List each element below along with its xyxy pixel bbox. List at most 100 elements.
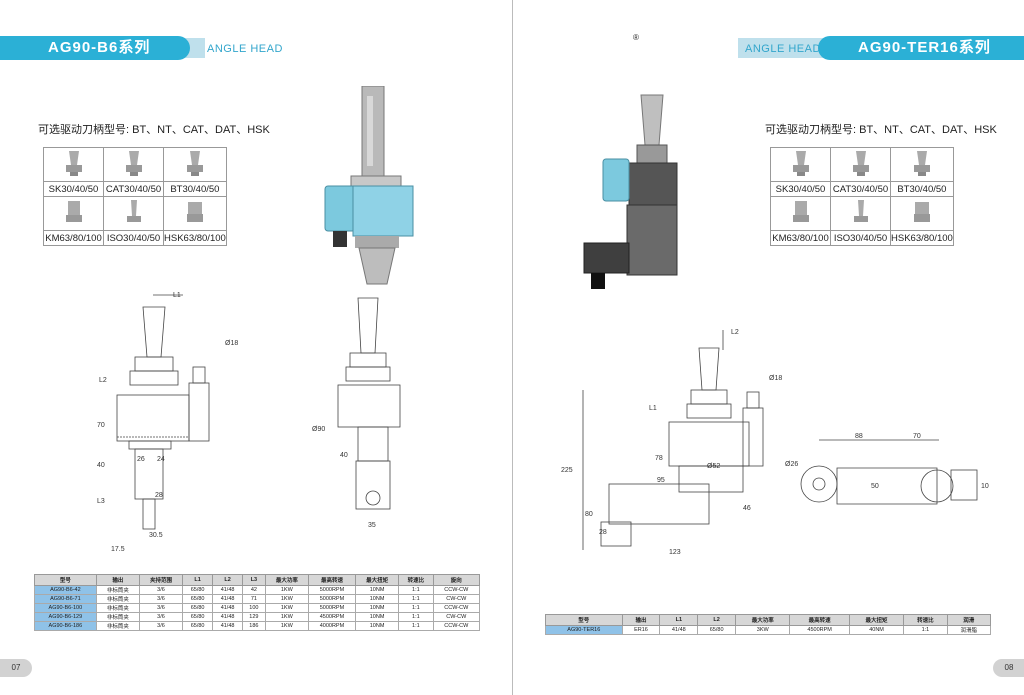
- dim-10: 10: [981, 483, 989, 490]
- model-cell: AG90-B6-129: [34, 612, 97, 622]
- model-cell: AG90-TER16: [545, 625, 623, 635]
- right-page: AG90-TER16系列 ANGLE HEAD ® 可选驱动刀柄型号: BT、N…: [512, 0, 1024, 695]
- table-cell: 65/80: [182, 621, 214, 631]
- dim-35: 35: [368, 522, 376, 529]
- model-cell: AG90-B6-71: [34, 594, 97, 604]
- table-cell: 1KW: [264, 621, 309, 631]
- toolholder-icon: [853, 200, 868, 222]
- holder-label: ISO30/40/50: [830, 230, 891, 246]
- left-page: AG90-B6系列 ANGLE HEAD 可选驱动刀柄型号: BT、NT、CAT…: [0, 36, 481, 677]
- table-cell: 10NM: [354, 585, 400, 595]
- table-cell: 65/80: [182, 585, 214, 595]
- table-cell: 1KW: [264, 612, 309, 622]
- holder-types-table: SK30/40/50 CAT30/40/50 BT30/40/50 KM63/8…: [43, 147, 227, 246]
- toolholder-icon: [65, 201, 82, 222]
- model-cell: AG90-B6-42: [34, 585, 97, 595]
- table-cell: 100: [242, 603, 266, 613]
- table-cell: 润滑脂: [946, 625, 992, 635]
- holder-image: [770, 147, 831, 182]
- registered-mark: ®: [633, 33, 639, 42]
- toolholder-icon: [913, 151, 930, 176]
- table-cell: 1KW: [264, 594, 309, 604]
- toolholder-icon: [792, 151, 809, 176]
- table-cell: 41/48: [659, 625, 699, 635]
- holder-label: KM63/80/100: [770, 230, 831, 246]
- dim-d90: Ø90: [312, 426, 325, 433]
- technical-drawing-front: Ø90 40 35: [312, 297, 401, 529]
- toolholder-icon: [186, 202, 203, 222]
- table-cell: CW-CW: [432, 594, 481, 604]
- product-photo-ag90-ter16: [583, 94, 678, 289]
- dim-30-5: 30.5: [149, 532, 163, 539]
- column-header: 输出: [621, 614, 661, 626]
- dim-70: 70: [97, 422, 105, 429]
- series-tab: AG90-B6系列: [0, 36, 190, 60]
- holder-label: HSK63/80/100: [163, 230, 227, 246]
- table-cell: 5000RPM: [307, 585, 357, 595]
- holder-image: [890, 196, 954, 231]
- table-cell: 41/48: [212, 585, 244, 595]
- table-cell: 1:1: [398, 594, 434, 604]
- dim-l2: L2: [731, 329, 739, 336]
- table-cell: CCW-CW: [432, 621, 481, 631]
- table-cell: 3/6: [138, 594, 184, 604]
- holder-image: [103, 196, 164, 231]
- technical-drawing-top: 88 70 Ø26 50 10: [785, 433, 989, 505]
- dim-80: 80: [585, 511, 593, 518]
- product-photo-ag90-b6: [324, 86, 414, 285]
- page-number: 08: [993, 659, 1024, 677]
- dim-70: 70: [913, 433, 921, 440]
- series-title: AG90-B6系列: [48, 39, 151, 56]
- table-cell: 3/6: [138, 612, 184, 622]
- column-header: 转速比: [903, 614, 948, 626]
- dim-40b: 40: [340, 452, 348, 459]
- table-cell: 3/6: [138, 585, 184, 595]
- column-header: 最高转速: [789, 614, 850, 626]
- dim-d26: Ø26: [785, 461, 798, 468]
- column-header: L3: [242, 574, 266, 586]
- dim-l3: L3: [97, 498, 105, 505]
- table-cell: 非标筒夹: [95, 612, 140, 622]
- table-cell: 40NM: [848, 625, 905, 635]
- holder-label: CAT30/40/50: [103, 181, 164, 197]
- subtitle: ANGLE HEAD: [207, 43, 283, 55]
- table-cell: 65/80: [697, 625, 737, 635]
- holder-label: BT30/40/50: [890, 181, 954, 197]
- available-holders-text: 可选驱动刀柄型号: BT、NT、CAT、DAT、HSK: [38, 124, 270, 136]
- holder-image: [770, 196, 831, 231]
- column-header: L1: [659, 614, 699, 626]
- holder-label: CAT30/40/50: [830, 181, 891, 197]
- available-holders-text: 可选驱动刀柄型号: BT、NT、CAT、DAT、HSK: [765, 124, 997, 136]
- table-cell: 71: [242, 594, 266, 604]
- table-cell: 3KW: [735, 625, 791, 635]
- table-cell: 4500RPM: [789, 625, 850, 635]
- column-header: L1: [182, 574, 214, 586]
- table-cell: 41/48: [212, 621, 244, 631]
- table-cell: 1:1: [398, 621, 434, 631]
- holder-label: KM63/80/100: [43, 230, 104, 246]
- column-header: 最大扭矩: [848, 614, 905, 626]
- table-cell: 41/48: [212, 603, 244, 613]
- table-cell: 65/80: [182, 612, 214, 622]
- holder-label: SK30/40/50: [43, 181, 104, 197]
- table-cell: 4500RPM: [307, 612, 357, 622]
- dim-88: 88: [855, 433, 863, 440]
- toolholder-icon: [126, 200, 141, 222]
- column-header: 最大功率: [735, 614, 791, 626]
- dim-l1: L1: [173, 292, 181, 299]
- dim-123: 123: [669, 549, 681, 556]
- table-cell: 65/80: [182, 594, 214, 604]
- holder-image: [43, 147, 104, 182]
- table-cell: 41/48: [212, 594, 244, 604]
- holder-label: HSK63/80/100: [890, 230, 954, 246]
- table-cell: CCW-CW: [432, 603, 481, 613]
- column-header: 型号: [34, 574, 97, 586]
- table-cell: 非标筒夹: [95, 603, 140, 613]
- holder-label: ISO30/40/50: [103, 230, 164, 246]
